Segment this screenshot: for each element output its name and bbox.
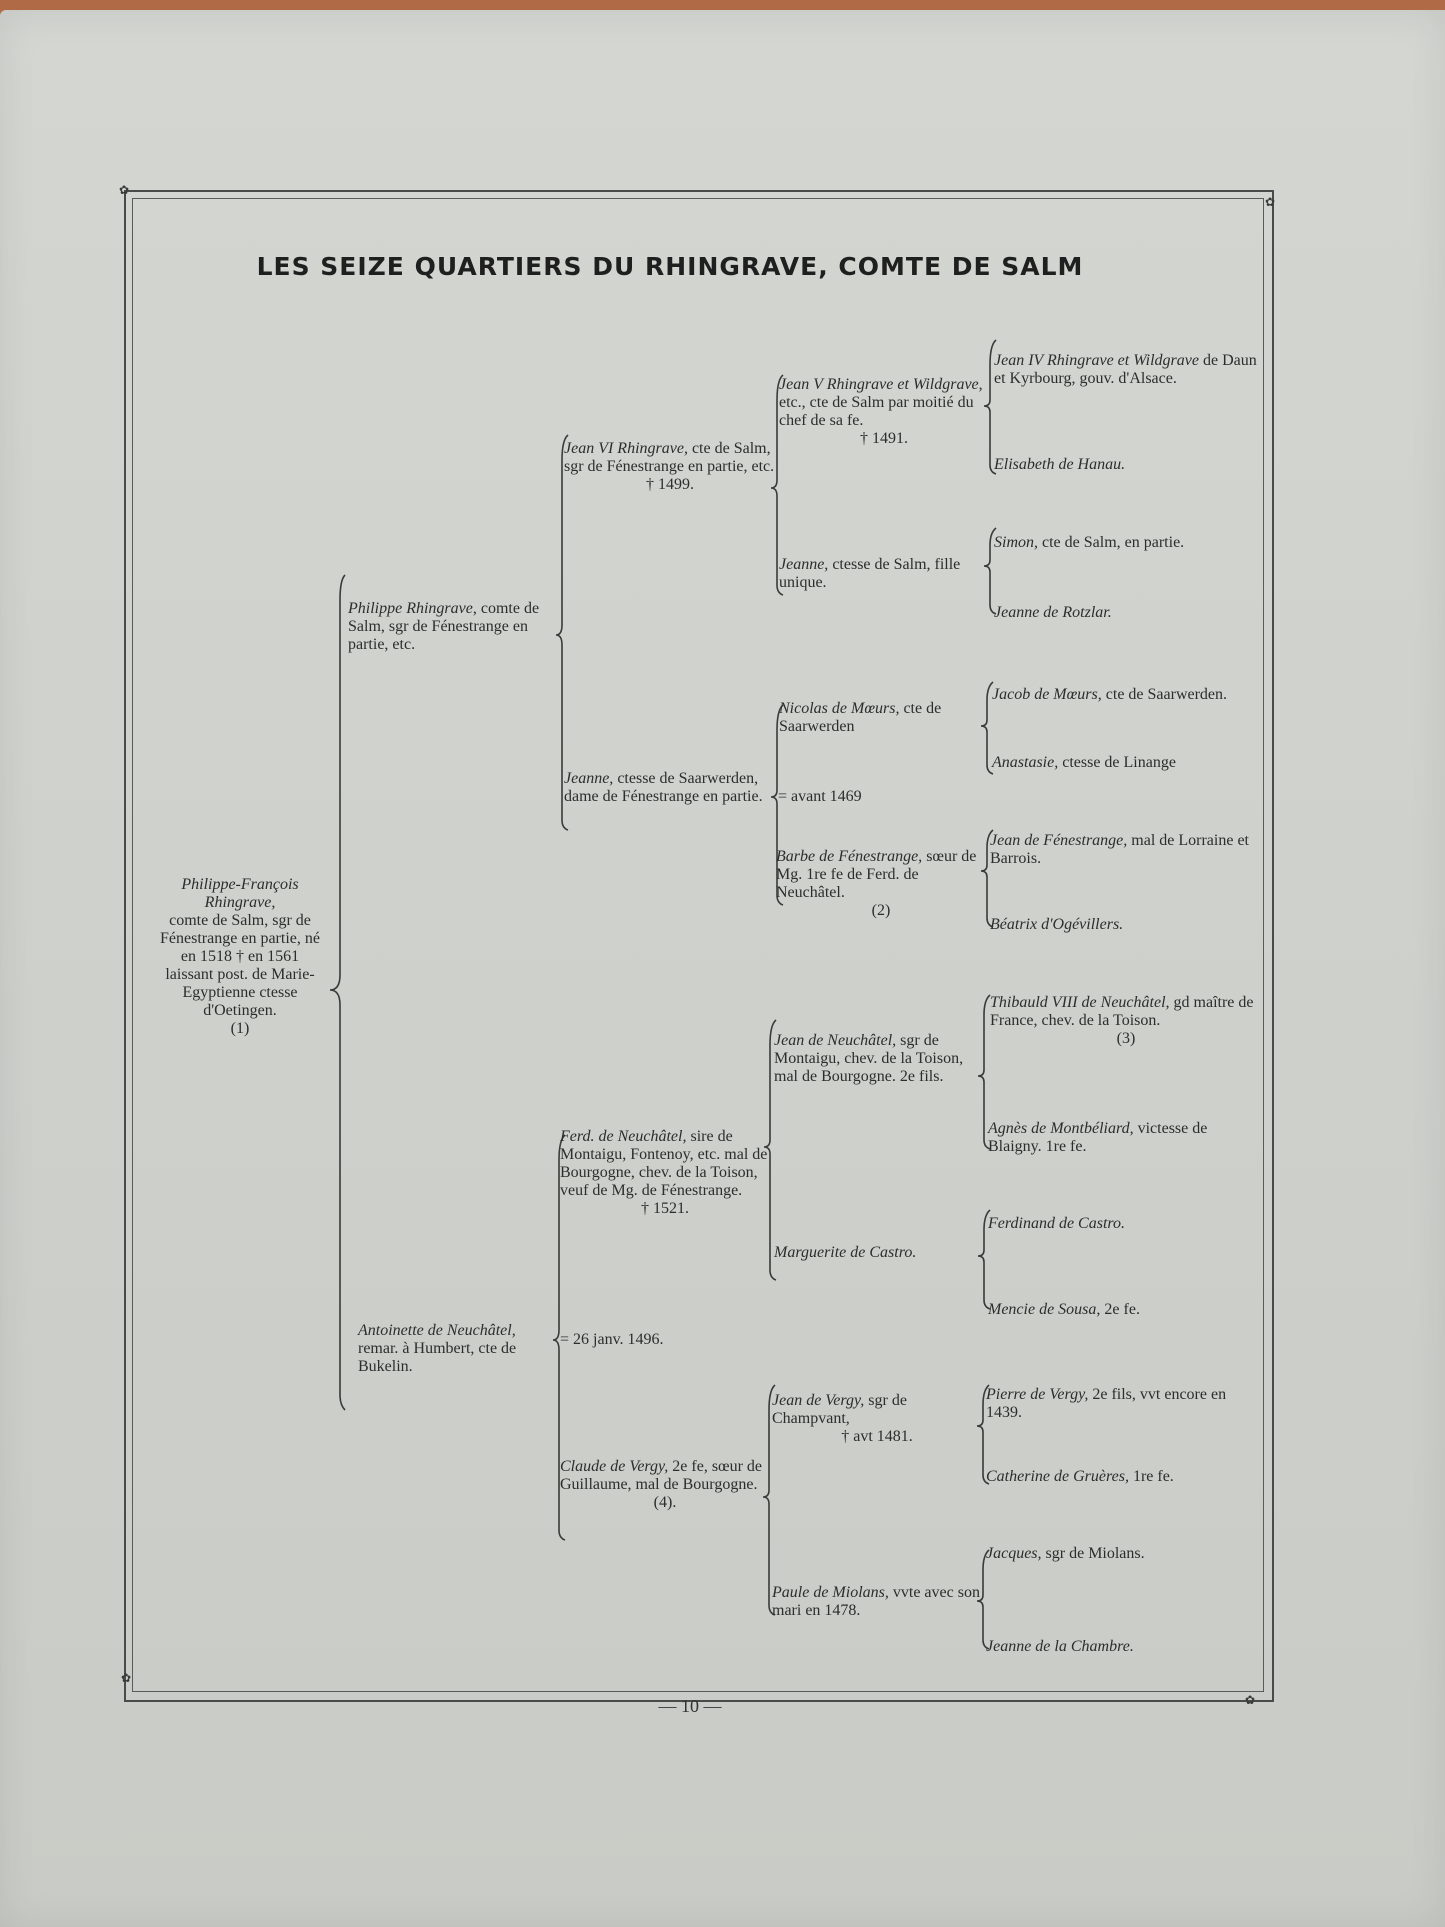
gen4-entry-3: Simon, cte de Salm, en partie. <box>994 534 1185 551</box>
gen4-entry-2: Elisabeth de Hanau. <box>994 456 1126 473</box>
gen3-entry-5: Jean de Neuchâtel, sgr de Montaigu, chev… <box>774 1032 964 1085</box>
page-sheet <box>0 10 1445 1927</box>
gen4-entry-5: Jacob de Mœurs, cte de Saarwerden. <box>992 686 1228 703</box>
frame-corner-ornament: ✿ <box>1244 1693 1256 1707</box>
root-entry: Philippe-François Rhingrave, comte de Sa… <box>160 876 320 1037</box>
page-title: LES SEIZE QUARTIERS DU RHINGRAVE, COMTE … <box>256 252 1084 281</box>
gen4-entry-10: Agnès de Montbéliard, victesse de Blaign… <box>988 1120 1208 1155</box>
frame-corner-ornament: ✿ <box>118 183 130 197</box>
gen2-entry-3: Ferd. de Neuchâtel, sire de Montaigu, Fo… <box>560 1128 768 1217</box>
gen1-entry-mother: Antoinette de Neuchâtel, remar. à Humber… <box>358 1322 517 1375</box>
frame-corner-ornament: ✿ <box>1264 195 1276 209</box>
gen4-entry-7: Jean de Fénestrange, mal de Lorraine et … <box>990 832 1249 867</box>
gen4-entry-9: Thibauld VIII de Neuchâtel, gd maître de… <box>990 994 1254 1047</box>
marriage-date-2: = 26 janv. 1496. <box>560 1331 664 1348</box>
gen3-entry-4: Barbe de Fénestrange, sœur de Mg. 1re fe… <box>776 848 977 919</box>
gen3-entry-7: Jean de Vergy, sgr de Champvant, † avt 1… <box>772 1392 913 1445</box>
gen4-entry-16: Jeanne de la Chambre. <box>986 1638 1134 1655</box>
marriage-date-1: = avant 1469 <box>778 788 862 805</box>
gen2-entry-4: Claude de Vergy, 2e fe, sœur de Guillaum… <box>560 1458 763 1511</box>
gen4-entry-13: Pierre de Vergy, 2e fils, vvt encore en … <box>986 1386 1227 1421</box>
gen3-entry-2: Jeanne, ctesse de Salm, fille unique. <box>779 556 961 591</box>
gen3-entry-3: Nicolas de Mœurs, cte de Saarwerden <box>779 700 942 735</box>
gen4-entry-1: Jean IV Rhingrave et Wildgrave de Daun e… <box>994 352 1257 387</box>
gen4-entry-8: Béatrix d'Ogévillers. <box>990 916 1124 933</box>
gen1-entry-father: Philippe Rhingrave, comte de Salm, sgr d… <box>348 600 540 653</box>
gen4-entry-11: Ferdinand de Castro. <box>988 1215 1126 1232</box>
gen2-entry-2: Jeanne, ctesse de Saarwerden, dame de Fé… <box>564 770 763 805</box>
gen4-entry-6: Anastasie, ctesse de Linange <box>992 754 1176 771</box>
page-frame-outer <box>124 190 1274 1702</box>
gen3-entry-8: Paule de Miolans, vvte avec son mari en … <box>772 1584 980 1619</box>
page-number: — 10 — <box>658 1696 722 1716</box>
gen4-entry-15: Jacques, sgr de Miolans. <box>986 1545 1145 1562</box>
gen4-entry-12: Mencie de Sousa, 2e fe. <box>988 1301 1140 1318</box>
frame-corner-ornament: ✿ <box>120 1671 132 1685</box>
gen3-entry-6: Marguerite de Castro. <box>774 1244 917 1261</box>
gen4-entry-14: Catherine de Gruères, 1re fe. <box>986 1468 1174 1485</box>
gen4-entry-4: Jeanne de Rotzlar. <box>994 604 1112 621</box>
gen2-entry-1: Jean VI Rhingrave, cte de Salm, sgr de F… <box>564 440 775 493</box>
page-frame-inner <box>132 198 1264 1692</box>
gen3-entry-1: Jean V Rhingrave et Wildgrave, etc., cte… <box>779 376 983 447</box>
